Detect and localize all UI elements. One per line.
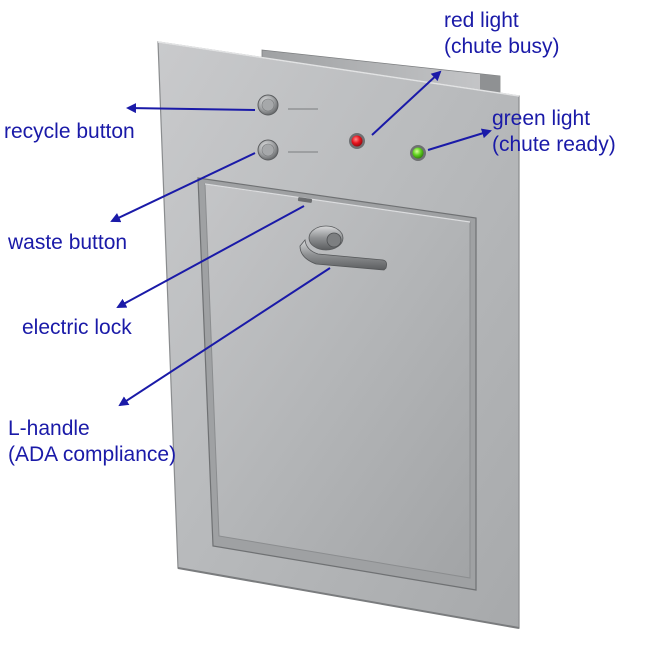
door-top-highlight bbox=[204, 183, 471, 223]
label-electric-lock-text: electric lock bbox=[22, 316, 132, 339]
label-l-handle: L-handle (ADA compliance) bbox=[8, 416, 176, 468]
label-l-handle-line2: (ADA compliance) bbox=[8, 443, 177, 466]
label-l-handle-line1: L-handle bbox=[8, 417, 90, 440]
label-green-light-line1: green light bbox=[492, 107, 591, 130]
label-red-light-line2: (chute busy) bbox=[444, 35, 560, 58]
arrow-green-light bbox=[427, 128, 492, 151]
l-handle-icon[interactable] bbox=[299, 225, 387, 271]
green-indicator-light-icon bbox=[410, 145, 426, 161]
label-waste-button: waste button bbox=[8, 230, 127, 256]
label-red-light-line1: red light bbox=[444, 9, 519, 32]
red-indicator-light-icon bbox=[349, 133, 365, 149]
arrow-l-handle bbox=[118, 267, 331, 407]
frame-edge-highlight bbox=[157, 41, 520, 97]
electric-lock bbox=[297, 197, 313, 203]
arrow-waste-button bbox=[110, 152, 256, 223]
arrow-recycle-button bbox=[126, 103, 256, 114]
label-electric-lock: electric lock bbox=[22, 315, 132, 341]
recycle-button[interactable] bbox=[257, 94, 318, 116]
label-recycle-button: recycle button bbox=[4, 119, 135, 145]
label-green-light: green light (chute ready) bbox=[492, 106, 616, 158]
label-green-light-line2: (chute ready) bbox=[492, 133, 616, 156]
label-recycle-button-text: recycle button bbox=[4, 120, 135, 143]
label-red-light: red light (chute busy) bbox=[444, 8, 560, 60]
frame-edge-shadow bbox=[177, 567, 520, 629]
arrow-electric-lock bbox=[116, 205, 305, 308]
label-waste-button-text: waste button bbox=[8, 231, 128, 254]
waste-button[interactable] bbox=[257, 139, 318, 161]
arrow-red-light bbox=[371, 70, 442, 136]
